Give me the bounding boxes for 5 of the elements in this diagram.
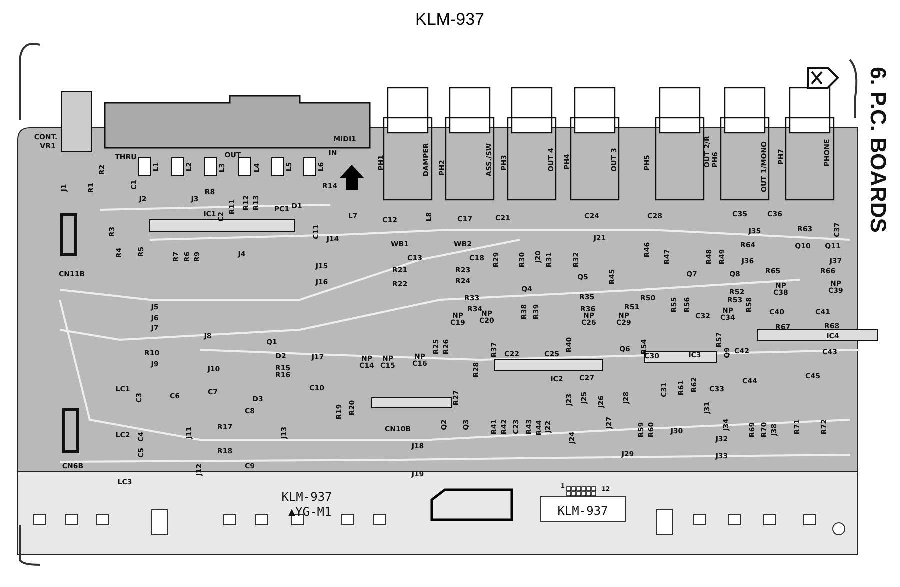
section-heading: 6. P.C. BOARDS [867,67,889,233]
board-title: KLM-937 [416,10,484,30]
board-code: KLM-937 [282,491,332,503]
board-code: KLM-937 [558,505,608,517]
board-code: ▲YG-M1 [288,506,332,518]
